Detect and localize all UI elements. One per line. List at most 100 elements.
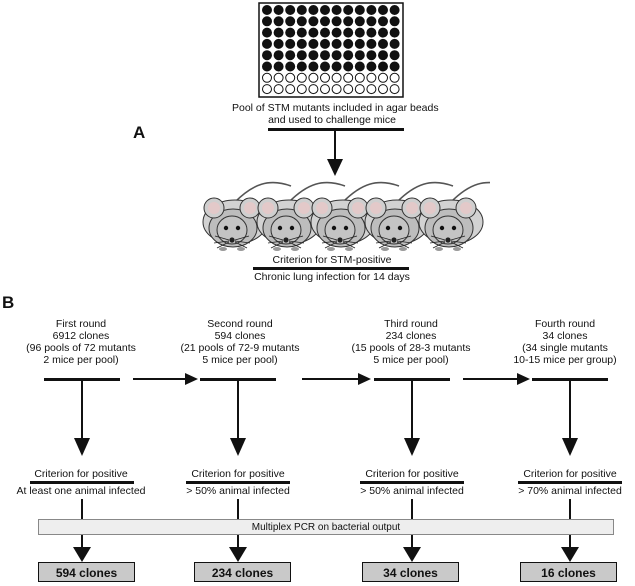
well bbox=[343, 38, 354, 49]
panel-b-label: B bbox=[2, 293, 15, 312]
round-3-rule bbox=[374, 378, 450, 381]
well bbox=[331, 84, 342, 95]
arrow-down-icon bbox=[327, 129, 343, 176]
well bbox=[262, 27, 272, 38]
well bbox=[366, 38, 377, 49]
plate-caption-line2: and used to challenge mice bbox=[268, 114, 396, 126]
round-2-criterion: Criterion for positive bbox=[191, 468, 285, 480]
round-4-pools: (34 single mutants bbox=[522, 342, 608, 354]
well bbox=[343, 27, 354, 38]
well bbox=[308, 5, 319, 15]
well bbox=[331, 38, 342, 49]
round-3-criterion: Criterion for positive bbox=[365, 468, 459, 480]
well bbox=[331, 72, 342, 83]
well bbox=[262, 72, 272, 83]
well bbox=[389, 84, 400, 95]
round-3-criterion-rule bbox=[360, 481, 464, 484]
well bbox=[331, 16, 342, 27]
well bbox=[354, 50, 365, 61]
well bbox=[354, 5, 365, 15]
round-3-title: Third round bbox=[384, 318, 438, 330]
round-2-title: Second round bbox=[207, 318, 273, 330]
well bbox=[296, 16, 307, 27]
arrow-down-icon bbox=[562, 381, 578, 456]
well bbox=[378, 38, 388, 49]
well bbox=[285, 38, 296, 49]
well bbox=[320, 16, 330, 27]
well bbox=[308, 27, 319, 38]
well bbox=[320, 84, 330, 95]
well bbox=[296, 61, 307, 72]
well bbox=[273, 72, 284, 83]
well bbox=[354, 27, 365, 38]
well bbox=[262, 61, 272, 72]
round-1-mice: 2 mice per pool) bbox=[43, 354, 119, 366]
arrow-down-icon bbox=[74, 381, 90, 456]
round-4-mice: 10-15 mice per group) bbox=[513, 354, 617, 366]
well bbox=[378, 5, 388, 15]
well bbox=[343, 5, 354, 15]
well bbox=[285, 5, 296, 15]
connector-line bbox=[411, 499, 413, 521]
stm-criterion-rule bbox=[253, 267, 409, 270]
round-1-result-box: 594 clones bbox=[38, 562, 135, 582]
well bbox=[285, 61, 296, 72]
well bbox=[308, 16, 319, 27]
well bbox=[285, 50, 296, 61]
well bbox=[273, 50, 284, 61]
stm-criterion-label: Criterion for STM-positive bbox=[272, 254, 392, 266]
mice-group bbox=[202, 181, 490, 251]
well bbox=[296, 72, 307, 83]
well bbox=[354, 84, 365, 95]
well bbox=[389, 72, 400, 83]
round-2-criterion-rule bbox=[186, 481, 290, 484]
round-2-mice: 5 mice per pool) bbox=[202, 354, 278, 366]
plate-caption-line1: Pool of STM mutants included in agar bea… bbox=[232, 102, 439, 114]
round-1-criterion: Criterion for positive bbox=[34, 468, 128, 480]
round-1-pools: (96 pools of 72 mutants bbox=[26, 342, 136, 354]
arrow-down-icon bbox=[561, 535, 579, 562]
arrow-down-icon bbox=[229, 535, 247, 562]
round-2-pools: (21 pools of 72-9 mutants bbox=[180, 342, 300, 354]
well bbox=[273, 61, 284, 72]
mouse-icon bbox=[256, 181, 346, 251]
well bbox=[343, 61, 354, 72]
well bbox=[331, 50, 342, 61]
well bbox=[285, 72, 296, 83]
well bbox=[262, 5, 272, 15]
well bbox=[296, 27, 307, 38]
well bbox=[378, 50, 388, 61]
well bbox=[308, 72, 319, 83]
well bbox=[320, 5, 330, 15]
well bbox=[366, 61, 377, 72]
panel-a-label: A bbox=[133, 123, 146, 142]
well bbox=[389, 16, 400, 27]
round-4-title: Fourth round bbox=[534, 318, 596, 330]
well bbox=[354, 61, 365, 72]
mouse-icon bbox=[310, 181, 400, 251]
well bbox=[273, 84, 284, 95]
well bbox=[320, 61, 330, 72]
well bbox=[273, 5, 284, 15]
well bbox=[273, 16, 284, 27]
well bbox=[320, 27, 330, 38]
well bbox=[343, 84, 354, 95]
round-4-rule bbox=[532, 378, 608, 381]
well bbox=[285, 16, 296, 27]
well bbox=[262, 16, 272, 27]
well bbox=[389, 27, 400, 38]
well bbox=[331, 27, 342, 38]
round-2-threshold: > 50% animal infected bbox=[186, 485, 290, 497]
well bbox=[296, 84, 307, 95]
well bbox=[354, 16, 365, 27]
well bbox=[389, 50, 400, 61]
well bbox=[285, 84, 296, 95]
mouse-icon bbox=[418, 181, 490, 251]
connector-line bbox=[81, 499, 83, 521]
well bbox=[354, 38, 365, 49]
round-3-result-box: 34 clones bbox=[362, 562, 459, 582]
well bbox=[343, 72, 354, 83]
well bbox=[308, 61, 319, 72]
well bbox=[262, 84, 272, 95]
round-4-result-box: 16 clones bbox=[520, 562, 617, 582]
